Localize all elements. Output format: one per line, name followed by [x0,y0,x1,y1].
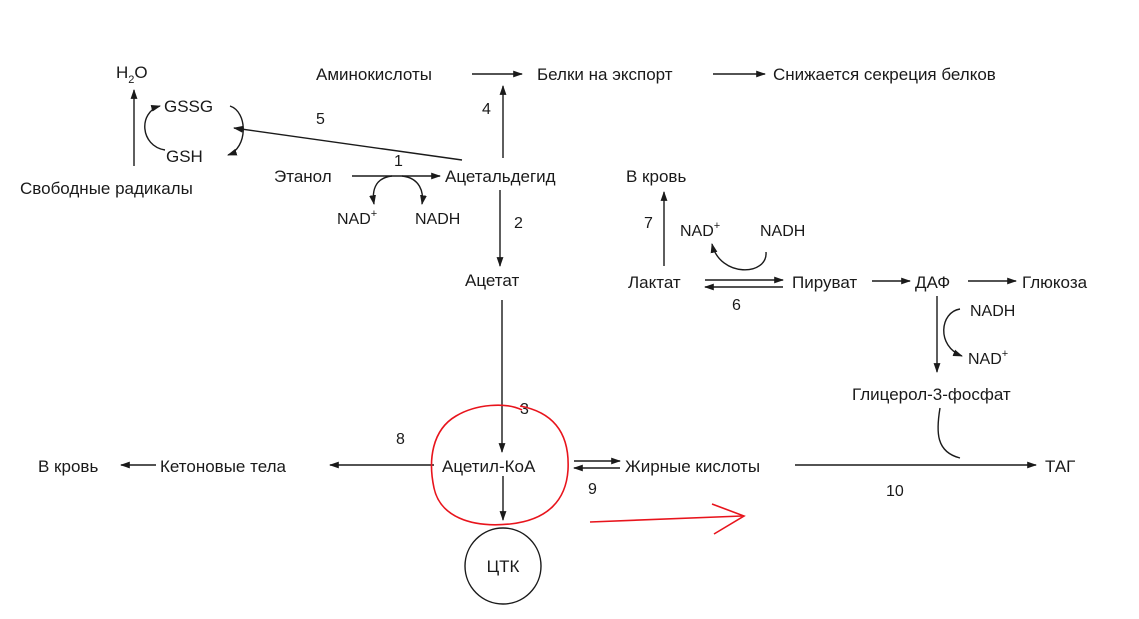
tca-label: ЦТК [487,557,520,576]
pyruvate-label: Пируват [792,273,857,292]
reaction-number-8: 8 [396,431,405,448]
glycerol-3-phosphate-label: Глицерол-3-фосфат [852,385,1011,404]
ketone-bodies-label: Кетоновые тела [160,457,287,476]
labels: H2O GSSG GSH Свободные радикалы Аминокис… [20,63,1088,605]
arrow-gsh-to-gssg [144,105,166,151]
secretion-decrease-label: Снижается секреция белков [773,65,996,84]
reaction-number-4: 4 [482,101,491,118]
arrow-nadh-nad-curve-2 [710,243,767,271]
to-blood-left-label: В кровь [38,457,98,476]
nadh-label-1: NADH [415,211,460,228]
arrow-gssg-to-gsh [227,105,244,156]
red-annotation [430,404,746,535]
dap-label: ДАФ [915,273,950,292]
reaction-number-10: 10 [886,483,904,500]
reaction-number-6: 6 [732,297,741,314]
arrow-acetaldehyde-to-gssg [233,125,463,161]
red-arrow-line [589,515,743,523]
free-radicals-label: Свободные радикалы [20,179,193,198]
reaction-number-9: 9 [588,481,597,498]
red-highlight-circle [430,404,569,526]
arrow-nadh-curve-1 [401,175,427,205]
reaction-number-2: 2 [514,215,523,232]
red-arrow-head [711,503,746,535]
arrow-glycerol-to-tag [937,407,961,459]
reaction-number-5: 5 [316,111,325,128]
nad-plus-label-3: NAD+ [968,348,1008,368]
reaction-number-1: 1 [394,153,403,170]
nadh-label-3: NADH [970,303,1015,320]
nad-plus-label-2: NAD+ [680,220,720,240]
amino-acids-label: Аминокислоты [316,65,432,84]
reaction-number-7: 7 [644,215,653,232]
lactate-label: Лактат [628,273,681,292]
reaction-number-3: 3 [520,401,529,418]
arrow-nadh-nad-curve-3 [943,308,963,357]
acetaldehyde-label: Ацетальдегид [445,167,556,186]
export-proteins-label: Белки на экспорт [537,65,673,84]
tag-label: ТАГ [1045,457,1075,476]
h2o-label: H2O [116,63,148,86]
arrows [120,70,1037,521]
glucose-label: Глюкоза [1022,273,1088,292]
arrow-nad-curve-1 [369,175,393,205]
nadh-label-2: NADH [760,223,805,240]
nad-plus-label-1: NAD+ [337,208,377,228]
tca-circle [464,527,542,605]
acetyl-coa-label: Ацетил-КоА [442,457,536,476]
fatty-acids-label: Жирные кислоты [625,457,760,476]
acetate-label: Ацетат [465,271,519,290]
gsh-label: GSH [166,147,203,166]
to-blood-top-label: В кровь [626,167,686,186]
ethanol-label: Этанол [274,167,332,186]
gssg-label: GSSG [164,97,213,116]
reaction-numbers: 1 2 3 4 5 6 7 8 9 10 [316,101,904,500]
